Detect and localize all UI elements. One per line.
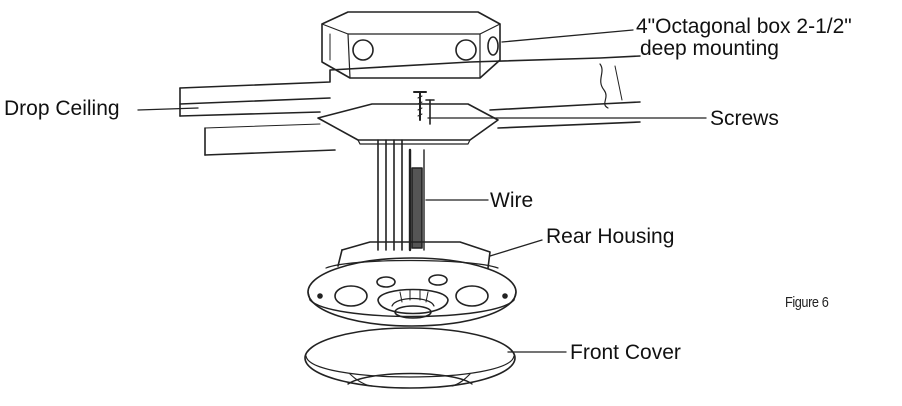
- label-front-cover: Front Cover: [570, 341, 681, 364]
- figure-caption: Figure 6: [785, 294, 829, 311]
- leader-lines: [137, 29, 707, 353]
- label-screws: Screws: [710, 107, 779, 130]
- octagonal-box: [321, 11, 501, 79]
- screws: [413, 91, 435, 125]
- leader-rear-housing: [489, 239, 543, 257]
- label-rear-housing: Rear Housing: [546, 225, 675, 248]
- label-wire: Wire: [490, 189, 534, 212]
- drop-ceiling-panel: [179, 55, 641, 156]
- rear-housing: [307, 241, 517, 327]
- leader-octagonal-box: [501, 29, 634, 43]
- label-octagonal-box-line1: 4"Octagonal box 2-1/2": [636, 15, 852, 38]
- front-cover: [304, 327, 516, 389]
- wire-bundle: [377, 139, 425, 252]
- label-octagonal-box-line2: deep mounting: [640, 37, 779, 60]
- mounting-plate: [317, 103, 499, 145]
- label-drop-ceiling: Drop Ceiling: [4, 97, 120, 120]
- leader-drop-ceiling: [137, 107, 199, 111]
